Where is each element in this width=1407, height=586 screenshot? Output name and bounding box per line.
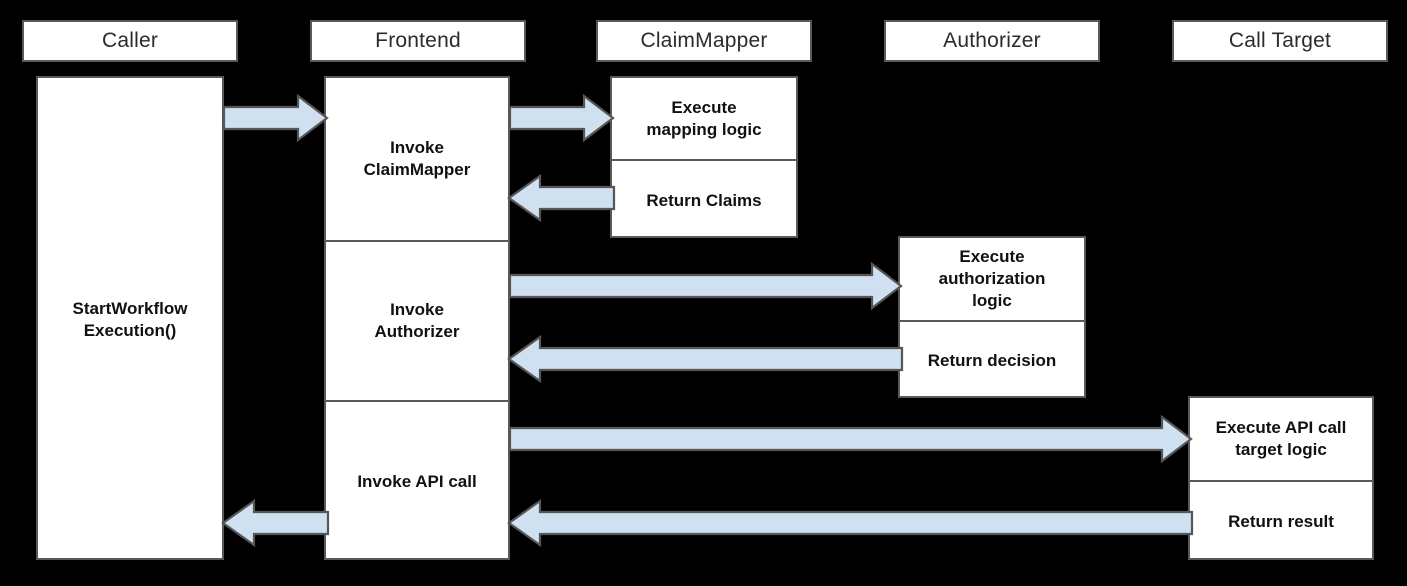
arrow-caller-to-frontend-start[interactable] (222, 93, 329, 143)
activation-claimmapper-return-claims[interactable]: Return Claims (612, 159, 796, 240)
activation-claimmapper-return-claims-label: Return Claims (646, 190, 762, 210)
activation-frontend-invoke-api-call[interactable]: Invoke API call (326, 400, 508, 562)
activation-authorizer-return-decision[interactable]: Return decision (900, 320, 1084, 400)
activation-calltarget-return-result[interactable]: Return result (1190, 480, 1372, 562)
arrow-claimmapper-to-frontend[interactable] (507, 173, 616, 223)
activation-authorizer-return-decision-label: Return decision (927, 351, 1057, 371)
header-authorizer-label: Authorizer (943, 29, 1041, 52)
header-frontend[interactable]: Frontend (310, 20, 526, 62)
arrow-frontend-to-caller-return[interactable] (221, 498, 330, 548)
arrow-frontend-to-claimmapper[interactable] (508, 93, 615, 143)
arrow-authorizer-to-frontend[interactable] (507, 334, 904, 384)
header-claimmapper-label: ClaimMapper (640, 29, 768, 52)
header-authorizer[interactable]: Authorizer (884, 20, 1100, 62)
header-call-target-label: Call Target (1228, 29, 1332, 52)
header-caller-label: Caller (101, 29, 159, 52)
arrow-frontend-to-authorizer[interactable] (508, 261, 903, 311)
header-call-target[interactable]: Call Target (1172, 20, 1388, 62)
activation-frontend-invoke-api-call-label: Invoke API call (357, 472, 477, 492)
arrow-frontend-to-call-target[interactable] (508, 414, 1193, 464)
header-caller[interactable]: Caller (22, 20, 238, 62)
activation-calltarget-return-result-label: Return result (1228, 512, 1334, 532)
arrow-call-target-to-frontend[interactable] (507, 498, 1194, 548)
header-claimmapper[interactable]: ClaimMapper (596, 20, 812, 62)
header-frontend-label: Frontend (375, 29, 461, 52)
